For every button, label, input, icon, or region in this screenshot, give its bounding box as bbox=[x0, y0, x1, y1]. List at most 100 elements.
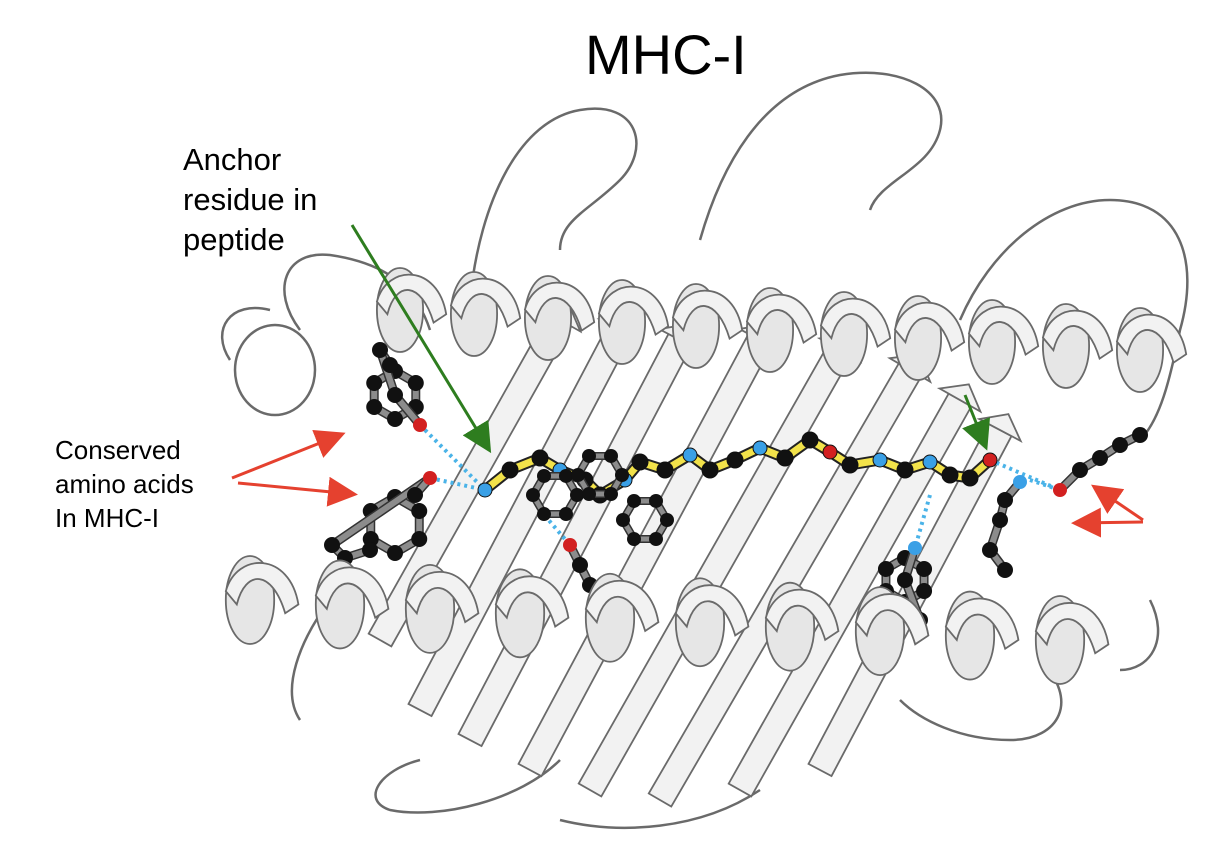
top-helix-turn-3 bbox=[523, 281, 596, 333]
loop-strand-9 bbox=[220, 306, 271, 361]
tyr-left-atom-1 bbox=[362, 542, 378, 558]
peptide-ring-3-atom-3 bbox=[582, 487, 596, 502]
peptide-ring-2-atom-4 bbox=[616, 513, 630, 527]
bound-peptide bbox=[477, 431, 998, 547]
bottom-helix-turn-7 bbox=[764, 588, 840, 642]
anchor-arrow-left bbox=[350, 224, 492, 454]
annotation-arrows bbox=[231, 224, 1144, 538]
top-helix-turn-11 bbox=[1115, 313, 1188, 365]
anchor-arrow-right bbox=[962, 394, 991, 451]
tyr-left-atom-4 bbox=[423, 471, 437, 485]
side-chain-right-atom-2 bbox=[997, 492, 1013, 508]
side-chain-far-right-atom-3 bbox=[1092, 450, 1108, 466]
peptide-ring-1-atom-4 bbox=[526, 488, 540, 502]
tyr-top-left-ring-atom-4 bbox=[366, 375, 383, 391]
bottom-helix-turn-9 bbox=[944, 597, 1020, 651]
conserved-arrow-right-upper bbox=[1091, 484, 1144, 522]
tyr-top-left-atom-3 bbox=[387, 387, 403, 403]
peptide-ring-2-atom-1 bbox=[660, 513, 674, 527]
bottom-helix-turn-6 bbox=[674, 584, 750, 637]
peptide-ring-2-atom-3 bbox=[627, 532, 641, 547]
peptide-atom-22 bbox=[961, 469, 979, 487]
peptide-atom-17 bbox=[841, 456, 859, 474]
top-helix-turn-9 bbox=[967, 305, 1040, 357]
hydrogen-bond-1 bbox=[418, 423, 487, 492]
tyr-top-left-ring-atom-3 bbox=[366, 399, 383, 415]
tyr-left-atom-3 bbox=[324, 537, 340, 553]
peptide-ring-2-atom-5 bbox=[627, 493, 641, 508]
tyr-left-ring-atom-2 bbox=[387, 545, 403, 561]
peptide-atom-16 bbox=[822, 444, 838, 460]
peptide-ring-3-atom-6 bbox=[604, 448, 618, 463]
loop-strands bbox=[220, 71, 1189, 830]
tyr-left-ring-atom-1 bbox=[411, 531, 428, 547]
peptide-ring-3-atom-5 bbox=[582, 448, 596, 463]
bottom-helix-turn-10 bbox=[1034, 602, 1110, 655]
hydrogen-bond-4 bbox=[989, 458, 1061, 492]
side-chain-right-atom-5 bbox=[997, 562, 1013, 578]
peptide-atom-8 bbox=[631, 453, 649, 471]
tyr-top-left-ring-atom-6 bbox=[407, 375, 424, 391]
peptide-ring-2-atom-2 bbox=[649, 532, 663, 547]
peptide-atom-3 bbox=[531, 449, 549, 467]
anchor-label-line-1: Anchor bbox=[183, 142, 282, 177]
top-helix-turn-8 bbox=[893, 301, 966, 353]
side-chain-far-right-atom-4 bbox=[1112, 437, 1128, 453]
loop-strand-5 bbox=[374, 758, 561, 814]
peptide-atom-11 bbox=[701, 461, 719, 479]
anchor-residue-label: Anchor residue in peptide bbox=[183, 140, 317, 260]
his-atom-1 bbox=[908, 541, 922, 555]
hydrogen-bond-6 bbox=[1029, 478, 1061, 492]
top-helix-turn-5 bbox=[671, 289, 744, 341]
conserved-amino-acids-label: Conserved amino acids In MHC-I bbox=[55, 433, 194, 535]
side-chain-right-atom-4 bbox=[982, 542, 998, 558]
his-ring-atom-4 bbox=[877, 561, 894, 577]
peptide-atom-2 bbox=[501, 461, 519, 479]
peptide-ring-1-atom-2 bbox=[559, 507, 573, 522]
peptide-atom-13 bbox=[752, 440, 768, 456]
hydrogen-bond-5 bbox=[913, 494, 932, 549]
his-ring-atom-6 bbox=[916, 561, 933, 577]
side-chain-mid-atom-2 bbox=[572, 557, 588, 573]
peptide-ring-1-atom-1 bbox=[570, 488, 584, 502]
tyr-left-ring-atom-6 bbox=[411, 503, 428, 519]
peptide-ring-1-atom-6 bbox=[559, 468, 573, 483]
loop-strand-3 bbox=[698, 71, 943, 241]
peptide-atom-9 bbox=[656, 461, 674, 479]
peptide-atom-14 bbox=[776, 449, 794, 467]
conserved-arrow-upper bbox=[231, 429, 346, 480]
hydrogen-bond-2 bbox=[429, 476, 486, 492]
side-chain-far-right-atom-2 bbox=[1072, 462, 1088, 478]
peptide-atom-23 bbox=[982, 452, 998, 468]
left-loop-circle bbox=[233, 323, 317, 417]
conserved-arrow-lower bbox=[237, 476, 358, 507]
tyr-top-left-atom-1 bbox=[382, 357, 398, 373]
conserved-arrow-right-lower bbox=[1071, 507, 1144, 538]
peptide-ring-3-atom-1 bbox=[615, 468, 629, 482]
peptide-atom-21 bbox=[941, 466, 959, 484]
top-helix-turn-2 bbox=[449, 277, 522, 329]
top-helix-turn-1 bbox=[375, 273, 448, 325]
tyr-top-left-atom-4 bbox=[413, 418, 427, 432]
peptide-atom-1 bbox=[477, 482, 493, 498]
loop-strand-7 bbox=[899, 659, 1063, 742]
peptide-ring-2-atom-6 bbox=[649, 493, 663, 508]
peptide-atom-12 bbox=[726, 451, 744, 469]
side-chain-right-atom-1 bbox=[1013, 475, 1027, 489]
peptide-atom-10 bbox=[682, 447, 698, 463]
anchor-label-line-2: residue in bbox=[183, 182, 318, 217]
conserved-label-line-1: Conserved bbox=[55, 435, 181, 465]
bottom-helix-turn-3 bbox=[404, 570, 480, 624]
bottom-helix-turn-1 bbox=[224, 562, 300, 615]
peptide-ring-3-atom-4 bbox=[571, 468, 585, 482]
side-chain-far-right-atom-5 bbox=[1132, 427, 1148, 443]
top-helix-turn-4 bbox=[597, 285, 670, 337]
alpha-helix-bottom bbox=[224, 555, 1110, 685]
loop-strand-6 bbox=[559, 788, 761, 830]
peptide-ring-1-atom-3 bbox=[537, 507, 551, 522]
peptide-ring-3-atom-2 bbox=[604, 487, 618, 502]
side-chain-right-atom-3 bbox=[992, 512, 1008, 528]
conserved-label-line-2: amino acids bbox=[55, 469, 194, 499]
